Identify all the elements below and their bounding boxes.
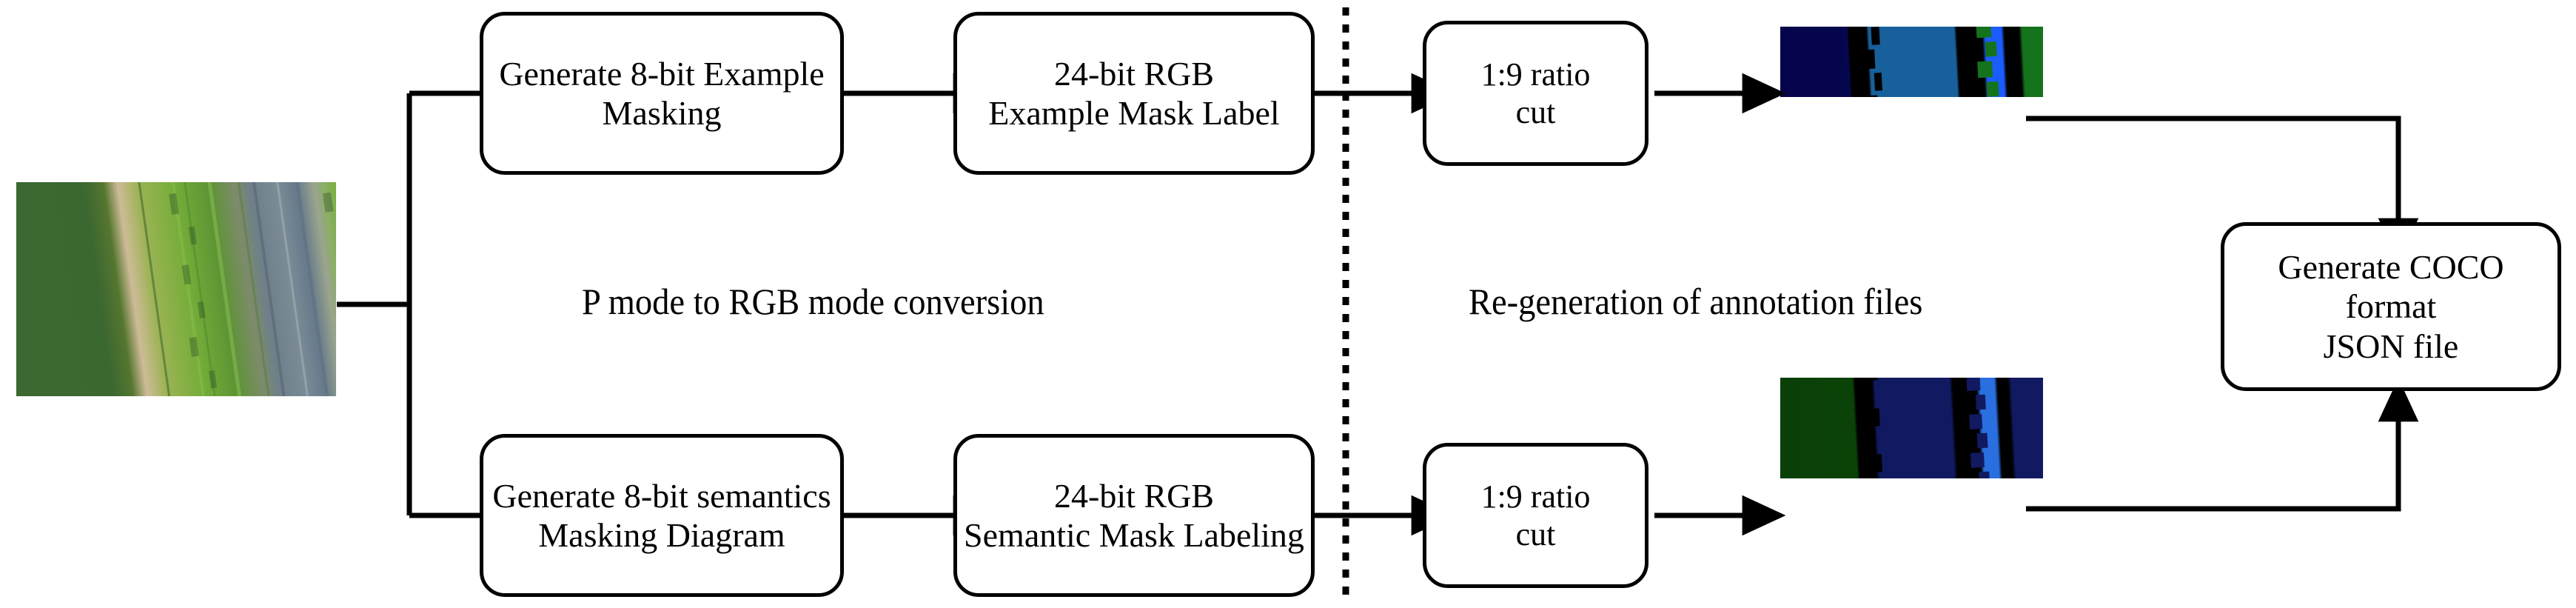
node-rgb-example-mask-label[interactable]: 24-bit RGB Example Mask Label (953, 12, 1315, 175)
instance-mask-thumbnail-art (1780, 27, 2043, 97)
node-generate-8bit-example-masking[interactable]: Generate 8-bit Example Masking (480, 12, 844, 175)
node-rgb-semantic-mask-labeling[interactable]: 24-bit RGB Semantic Mask Labeling (953, 434, 1315, 597)
phase-label-p-to-rgb: P mode to RGB mode conversion (582, 281, 1044, 322)
node-label: 24-bit RGB Example Mask Label (988, 54, 1280, 132)
connector-semantic-mask-to-coco (2026, 378, 2419, 512)
node-label: 1:9 ratio cut (1480, 478, 1591, 552)
node-label: 24-bit RGB Semantic Mask Labeling (964, 476, 1304, 554)
phase-label-regeneration: Re-generation of annotation files (1469, 281, 1923, 322)
node-label: Generate 8-bit semantics Masking Diagram (492, 476, 831, 554)
node-label: Generate 8-bit Example Masking (499, 54, 825, 132)
connector-instance-mask-to-coco (2026, 116, 2419, 262)
node-generate-8bit-semantics-masking[interactable]: Generate 8-bit semantics Masking Diagram (480, 434, 844, 597)
node-generate-coco-json[interactable]: Generate COCO format JSON file (2221, 222, 2561, 391)
node-ratio-cut-top[interactable]: 1:9 ratio cut (1423, 21, 1648, 166)
semantic-mask-thumbnail-art (1780, 378, 2043, 478)
node-ratio-cut-bottom[interactable]: 1:9 ratio cut (1423, 443, 1648, 588)
node-label: Generate COCO format JSON file (2278, 247, 2504, 365)
source-aerial-photo-art (16, 182, 336, 396)
node-label: 1:9 ratio cut (1480, 56, 1591, 130)
